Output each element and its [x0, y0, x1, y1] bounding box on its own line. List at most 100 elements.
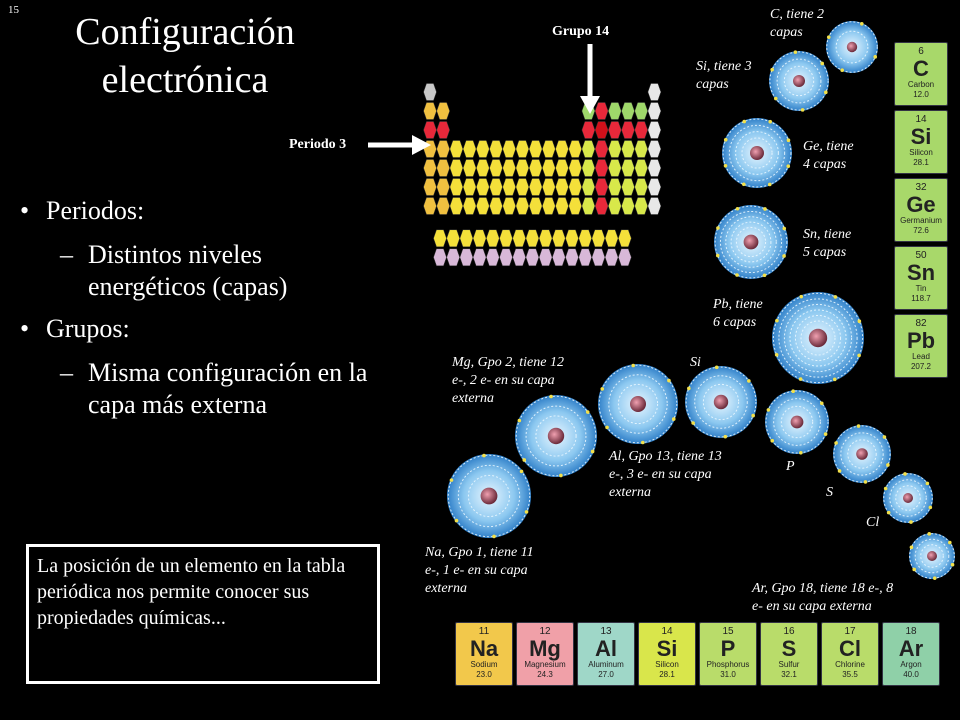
atom-ar — [909, 532, 955, 580]
table-cell — [436, 102, 450, 120]
table-cell — [594, 197, 609, 215]
card-nm: Magnesium — [524, 660, 566, 669]
table-cell — [568, 159, 582, 177]
table-cell — [436, 140, 450, 158]
card-s: Si — [910, 124, 932, 149]
label-cl: Cl — [866, 515, 880, 530]
table-cell — [528, 140, 543, 158]
label-si-period: Si — [690, 355, 701, 370]
atom-sn — [714, 205, 788, 279]
card-nm: Carbon — [907, 80, 935, 89]
card-n: 17 — [844, 626, 856, 637]
table-cell — [525, 248, 540, 267]
table-cell — [502, 159, 516, 177]
card-n: 32 — [915, 182, 927, 193]
card-n: 16 — [783, 626, 795, 637]
table-cell — [489, 159, 503, 177]
table-cell — [608, 178, 622, 196]
table-cell — [433, 229, 447, 248]
card-nm: Sodium — [470, 660, 498, 669]
table-cell — [555, 159, 569, 177]
table-cell — [502, 140, 516, 158]
card-s: C — [913, 56, 929, 81]
atom-mg — [515, 394, 597, 478]
card-m: 118.7 — [911, 294, 931, 303]
card-m: 27.0 — [598, 670, 614, 679]
table-cell — [647, 159, 662, 177]
card-m: 24.3 — [537, 670, 553, 679]
card-nm: Silicon — [909, 148, 933, 157]
table-cell — [591, 229, 606, 248]
bullet-periodos-sub: Distintos niveles energéticos (capas) — [20, 239, 380, 303]
table-cell — [604, 248, 619, 267]
card-m: 207.2 — [910, 362, 932, 371]
table-cell — [618, 229, 632, 248]
card-s: Pb — [906, 328, 936, 353]
card-m: 35.5 — [842, 670, 858, 679]
card-n: 50 — [915, 250, 927, 261]
table-cell — [502, 178, 516, 196]
table-cell — [604, 229, 619, 248]
table-cell — [449, 159, 464, 177]
atom-p — [765, 389, 829, 455]
table-cell — [515, 159, 530, 177]
table-cell — [634, 140, 648, 158]
table-cell — [515, 178, 530, 196]
atom-si-group — [769, 50, 829, 112]
table-cell — [581, 140, 596, 158]
bullet-grupos: Grupos: — [20, 313, 380, 345]
table-cell — [423, 178, 437, 196]
table-cell — [581, 121, 596, 139]
table-cell — [608, 197, 622, 215]
table-cell — [538, 229, 553, 248]
atom-c — [826, 21, 878, 73]
card-nm: Argon — [900, 660, 922, 669]
table-cell — [647, 121, 662, 139]
table-cell — [502, 197, 516, 215]
periodo-arrow-icon — [368, 135, 431, 155]
table-cell — [608, 140, 622, 158]
table-cell — [634, 102, 648, 120]
table-cell — [542, 159, 556, 177]
grupo-arrow-icon — [580, 44, 600, 114]
card-s: Na — [469, 636, 499, 661]
table-cell — [594, 121, 609, 139]
table-cell — [436, 159, 450, 177]
card-n: 15 — [722, 626, 734, 637]
callout-box: La posición de un elemento en la tabla p… — [26, 544, 380, 684]
table-cell — [476, 140, 490, 158]
table-cell — [423, 197, 437, 215]
table-cell — [472, 229, 487, 248]
card-m: 72.6 — [913, 226, 929, 235]
table-cell — [528, 178, 543, 196]
atom-al — [598, 363, 678, 445]
card-m: 23.0 — [476, 670, 492, 679]
table-cell — [423, 102, 437, 120]
table-cell — [581, 197, 596, 215]
table-cell — [634, 197, 648, 215]
slide-number: 15 — [8, 4, 19, 16]
card-s: Ge — [906, 192, 936, 217]
table-cell — [578, 229, 592, 248]
table-cell — [634, 159, 648, 177]
table-cell — [423, 159, 437, 177]
table-cell — [449, 140, 464, 158]
table-cell — [423, 83, 437, 101]
card-nm: Aluminum — [588, 660, 624, 669]
table-cell — [499, 248, 513, 267]
table-cell — [499, 229, 513, 248]
table-cell — [565, 248, 579, 267]
table-cell — [594, 178, 609, 196]
table-cell — [621, 197, 635, 215]
title-line-2: electrónica — [101, 59, 269, 101]
